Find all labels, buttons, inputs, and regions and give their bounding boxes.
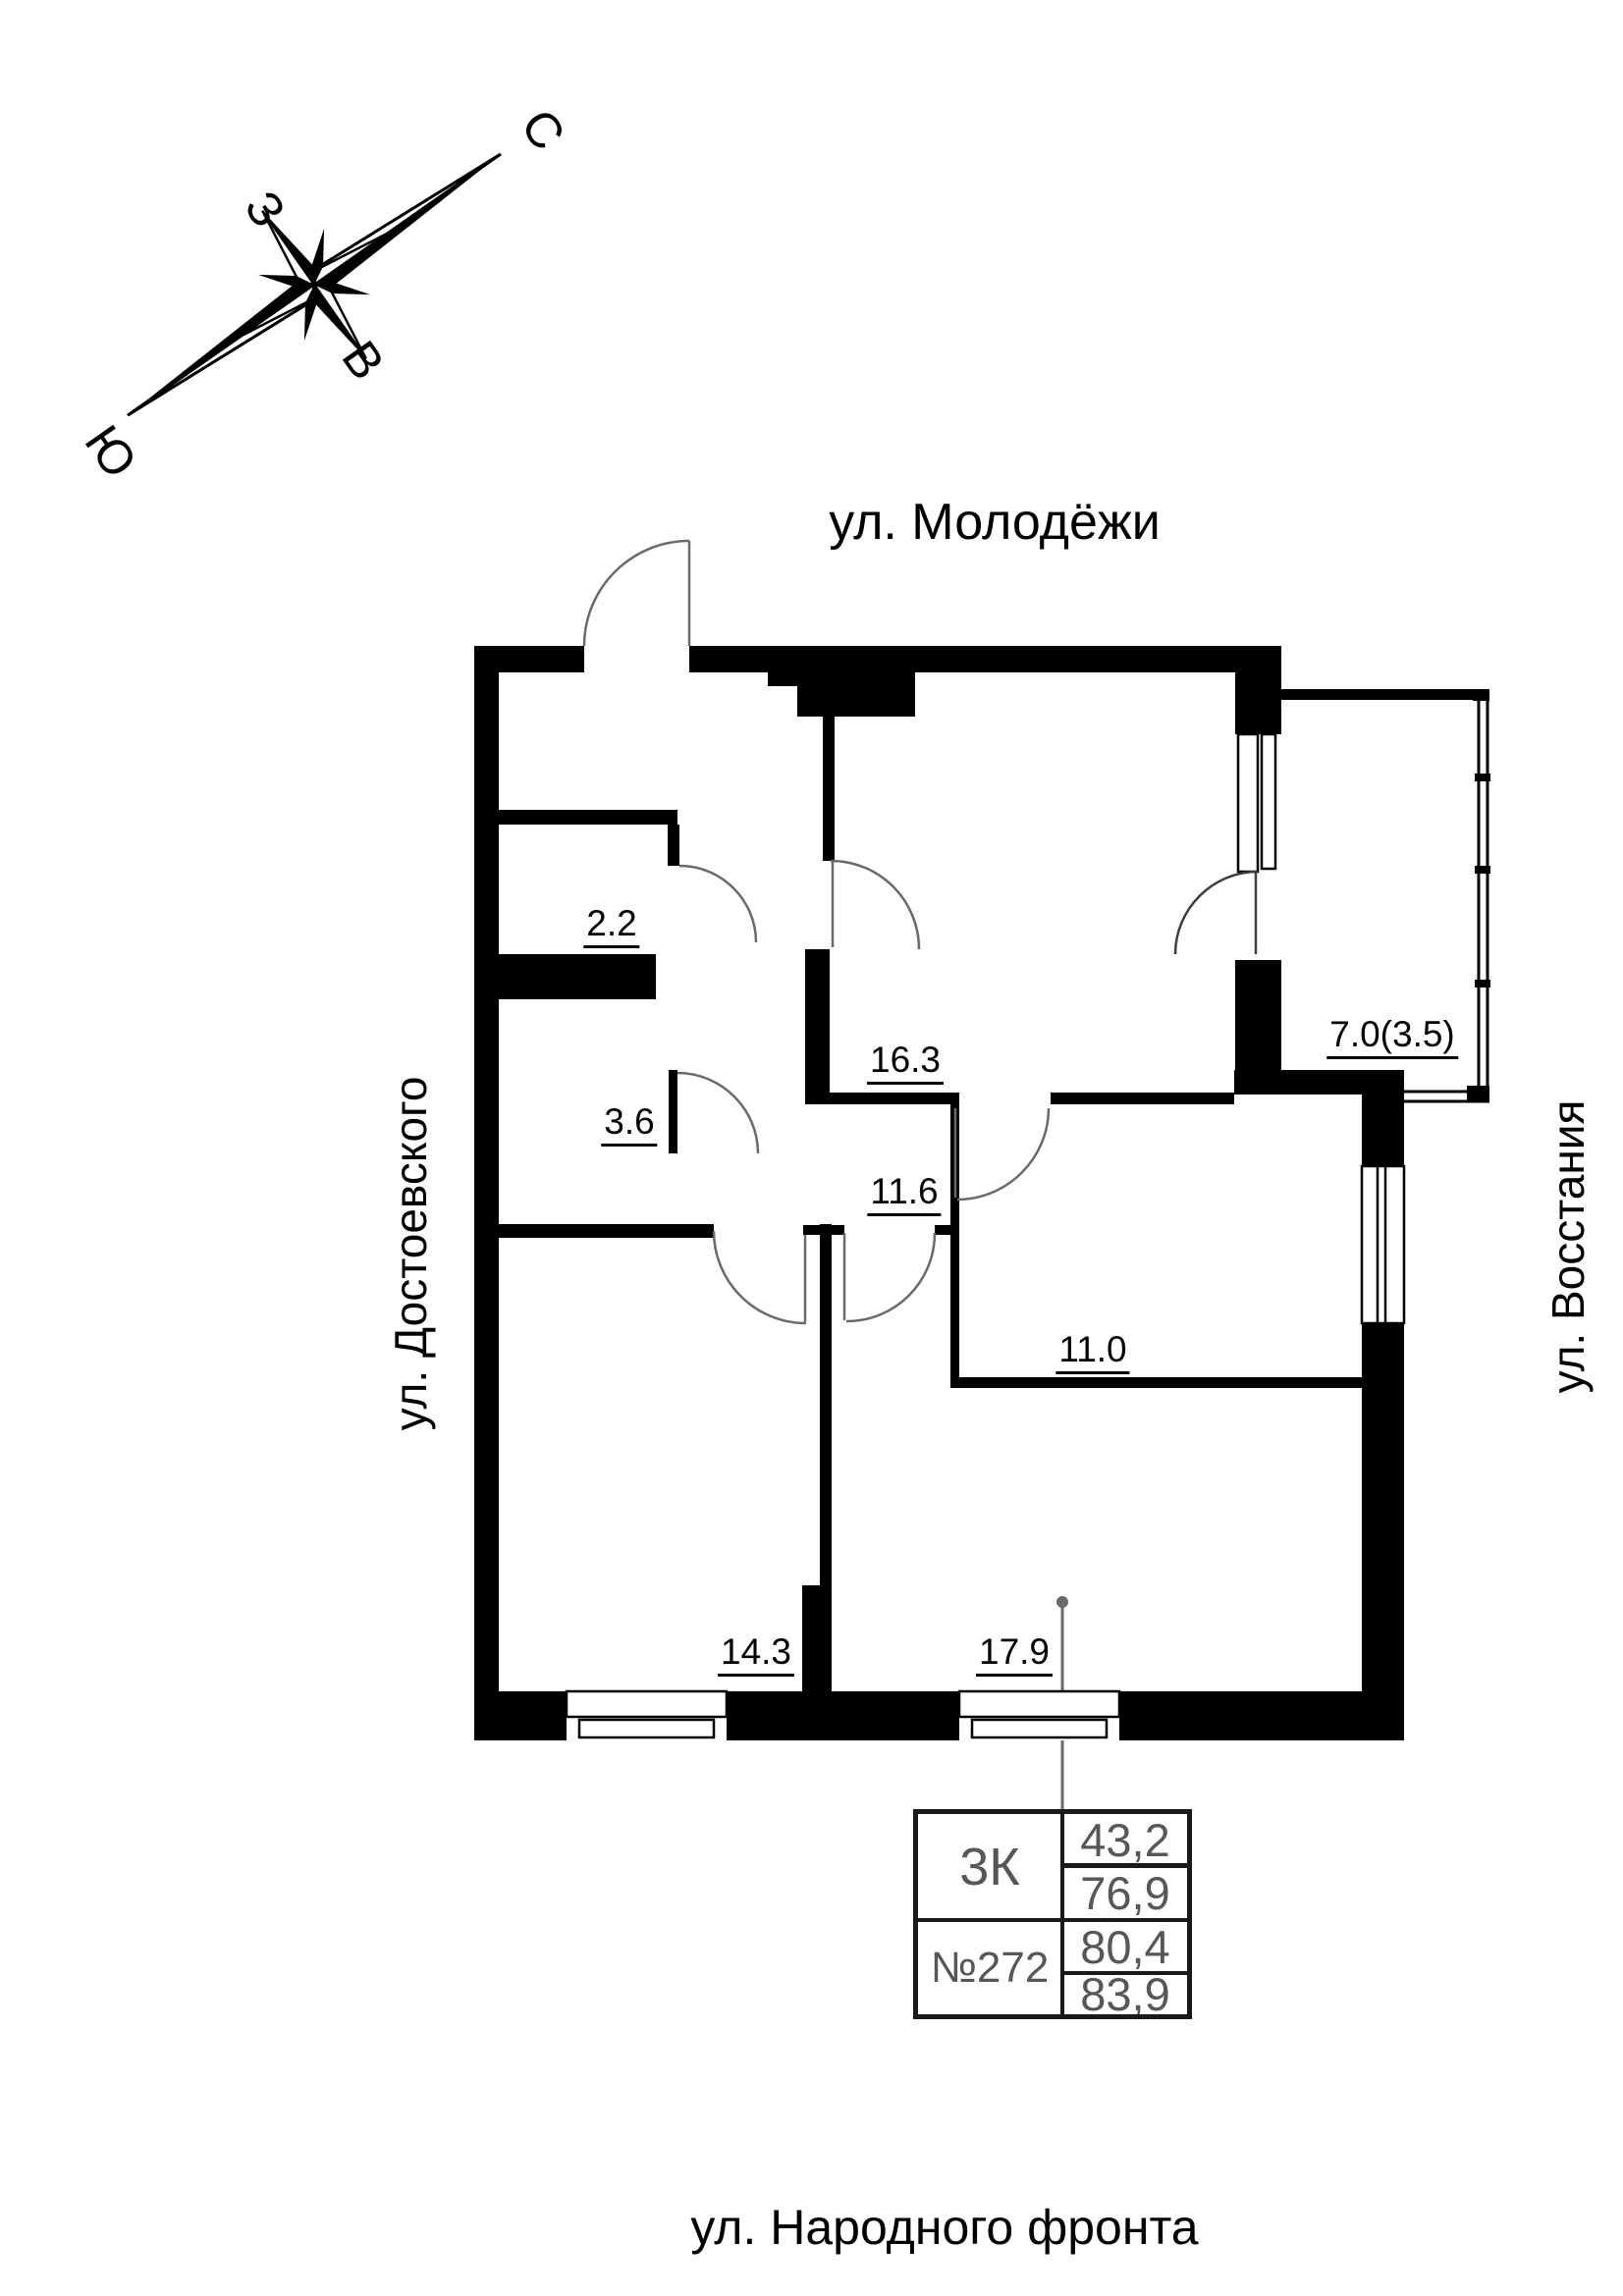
windows: [565, 732, 1406, 1739]
compass-south-label: Ю: [75, 415, 148, 488]
closet-door-arc: [678, 864, 758, 943]
street-label-right: ул. Восстания: [1542, 1099, 1594, 1394]
bedroom-door-arc: [712, 1230, 807, 1325]
room-area-living: 17.9: [975, 1633, 1054, 1677]
street-label-top: ул. Молодёжи: [829, 494, 1161, 551]
doors: [582, 539, 1259, 1325]
compass-north-label: С: [511, 99, 576, 160]
room-area-closet: 2.2: [583, 905, 640, 948]
room-area-balcony: 7.0(3.5): [1326, 1016, 1458, 1059]
street-label-bottom: ул. Народного фронта: [690, 2200, 1199, 2255]
compass-east-label: В: [331, 331, 395, 389]
room-area-bedroom-small: 11.0: [1055, 1331, 1130, 1374]
living-door-arc: [845, 1232, 937, 1323]
entrance-door-arc: [582, 539, 690, 647]
balcony-door-arc: [1173, 870, 1259, 955]
table-outer-border: [913, 1809, 1192, 2019]
kitchen-door-arc: [830, 859, 921, 950]
room-area-storage: 3.6: [601, 1103, 658, 1147]
balcony-glazing: [1281, 689, 1490, 1103]
storage-door-arc: [676, 1071, 760, 1154]
compass-rose-icon: С З В Ю: [75, 99, 576, 488]
compass-west-label: З: [234, 182, 296, 238]
room-area-kitchen-living: 16.3: [866, 1041, 945, 1085]
street-label-left: ул. Достоевского: [385, 1076, 436, 1431]
apartment-info-table: 3К №272 43,2 76,9 80,4 83,9: [913, 1809, 1192, 2020]
room-area-bedroom: 14.3: [717, 1633, 795, 1677]
bedroom-small-door-arc: [956, 1107, 1051, 1201]
room-area-hallway: 11.6: [867, 1173, 942, 1216]
